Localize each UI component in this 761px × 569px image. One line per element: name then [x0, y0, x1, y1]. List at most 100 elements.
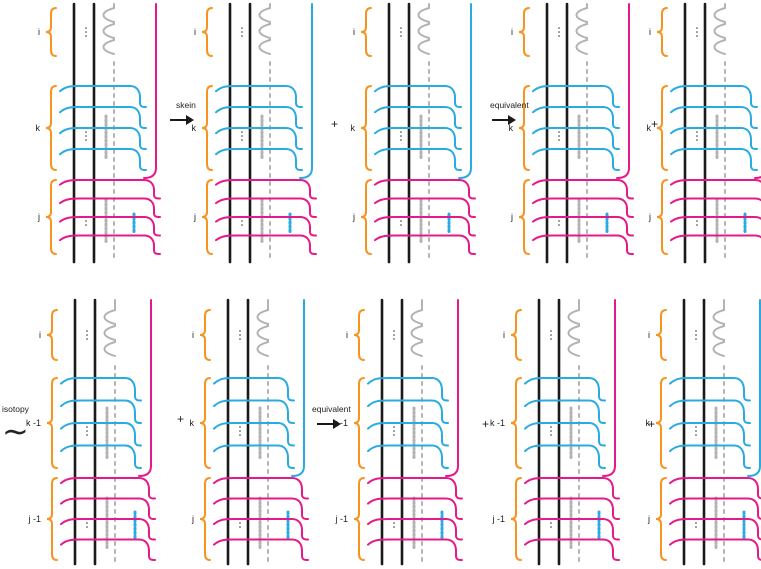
brace-label: k: [36, 123, 41, 133]
blue-strand: [669, 377, 751, 402]
ellipsis-dot: [239, 338, 241, 340]
ellipsis-dot: [86, 430, 88, 432]
magenta-strand: [59, 179, 161, 200]
magenta-strand: [532, 216, 634, 237]
ellipsis-dot: [393, 330, 395, 332]
brace-label: k: [647, 123, 652, 133]
outer-strand: [616, 3, 630, 179]
ellipsis-dot: [400, 135, 402, 137]
ellipsis-dot: [85, 220, 87, 222]
equivalent-label: equivalent: [490, 100, 529, 110]
ellipsis-dot: [558, 35, 560, 37]
ellipsis-dot: [241, 139, 243, 141]
gray-strand: [258, 3, 271, 55]
gray-strand: [103, 299, 116, 357]
magenta-strand: [524, 538, 620, 561]
ellipsis-dot: [400, 131, 402, 133]
blue-strand: [213, 377, 295, 402]
ellipsis-dot: [558, 220, 560, 222]
blue-strand: [59, 148, 147, 171]
ellipsis-dot: [695, 330, 697, 332]
braid-diagram: ikj: [351, 2, 476, 264]
brace-label: i: [39, 330, 41, 340]
braid-diagram: ikj: [647, 2, 761, 264]
ellipsis-dot: [241, 131, 243, 133]
curly-brace: [353, 309, 365, 361]
arrow-right-icon: [317, 419, 341, 429]
ellipsis-dot: [696, 224, 698, 226]
ellipsis-dot: [550, 334, 552, 336]
braid-diagram: ikj: [190, 298, 309, 566]
blue-strand: [367, 399, 449, 424]
brace-label: k: [646, 418, 651, 428]
curly-brace: [510, 309, 522, 361]
braid-diagram: ikj: [192, 2, 317, 264]
magenta-strand: [374, 234, 476, 255]
curly-brace: [199, 477, 211, 561]
brace-label: j -1: [491, 514, 505, 524]
ellipsis-dot: [239, 330, 241, 332]
ellipsis-dot: [696, 27, 698, 29]
magenta-strand: [532, 234, 634, 255]
blue-strand: [60, 444, 142, 469]
gray-strand: [575, 3, 588, 55]
outer-strand: [299, 3, 313, 179]
ellipsis-dot: [241, 35, 243, 37]
brace-label: i: [503, 330, 505, 340]
brace-label: j: [647, 514, 650, 524]
equivalent-operator-top: equivalent: [490, 100, 529, 125]
ellipsis-dot: [85, 35, 87, 37]
curly-brace: [518, 85, 530, 171]
gray-strand: [417, 3, 430, 55]
blue-strand: [670, 106, 758, 129]
brace-label: i: [648, 330, 650, 340]
brace-label: j: [648, 212, 651, 222]
brace-label: i: [346, 330, 348, 340]
magenta-strand: [60, 538, 156, 561]
curly-brace: [201, 7, 213, 57]
curly-brace: [360, 179, 372, 255]
curly-brace: [45, 179, 57, 255]
blue-strand: [60, 399, 142, 424]
brace-label: j -1: [334, 514, 348, 524]
magenta-strand: [59, 197, 161, 218]
isotopy-label: isotopy: [2, 404, 30, 414]
ellipsis-dot: [400, 35, 402, 37]
blue-strand: [374, 85, 462, 108]
magenta-strand: [670, 179, 761, 186]
blue-strand: [670, 148, 758, 171]
gray-strand: [567, 299, 580, 357]
magenta-strand: [669, 497, 761, 520]
ellipsis-dot: [550, 526, 552, 528]
magenta-strand: [215, 216, 317, 237]
blue-strand: [367, 422, 449, 447]
braid-diagram: i k -1 j -1: [333, 298, 463, 566]
blue-strand: [670, 127, 758, 150]
ellipsis-dot: [241, 27, 243, 29]
brace-label: k -1: [333, 418, 348, 428]
ellipsis-dot: [86, 434, 88, 436]
curly-brace: [353, 477, 365, 561]
ellipsis-dot: [241, 135, 243, 137]
curly-brace: [656, 85, 668, 171]
ellipsis-dot: [695, 334, 697, 336]
braid-diagram: ik -1j -1: [490, 298, 620, 566]
blue-strand: [213, 399, 295, 424]
ellipsis-dot: [550, 522, 552, 524]
outer-strand: [291, 299, 305, 477]
ellipsis-dot: [400, 139, 402, 141]
plus-sign: +: [482, 417, 489, 431]
curly-brace: [655, 377, 667, 469]
blue-strand: [532, 106, 620, 129]
blue-strand: [374, 148, 462, 171]
magenta-strand: [524, 477, 620, 500]
blue-strand: [215, 127, 303, 150]
arrow-right-icon: [492, 115, 516, 125]
outer-strand: [747, 299, 761, 477]
ellipsis-dot: [696, 131, 698, 133]
ellipsis-dot: [393, 430, 395, 432]
ellipsis-dot: [239, 526, 241, 528]
plus-sign: +: [651, 117, 658, 131]
curly-brace: [199, 309, 211, 361]
magenta-strand: [670, 234, 761, 242]
